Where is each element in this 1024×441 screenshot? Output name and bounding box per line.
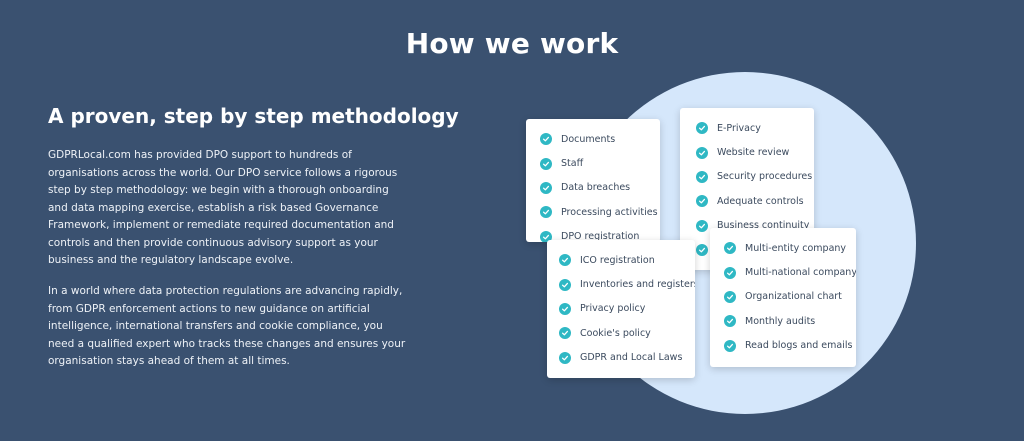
checklist-item-label: Documents bbox=[561, 133, 616, 145]
check-circle-icon bbox=[696, 146, 708, 159]
checklist-item: Adequate controls bbox=[696, 189, 814, 213]
checklist-item: Staff bbox=[540, 151, 660, 175]
checklist-item: Organizational chart bbox=[724, 285, 856, 309]
checklist-item: DPO registration bbox=[540, 225, 660, 242]
intro-paragraph-2: In a world where data protection regulat… bbox=[48, 285, 406, 367]
check-circle-icon bbox=[559, 254, 571, 267]
checklist-item: Security procedures bbox=[696, 165, 814, 189]
check-circle-icon bbox=[696, 244, 708, 257]
checklist-item: Website review bbox=[696, 140, 814, 164]
check-circle-icon bbox=[696, 170, 708, 183]
checklist-item-label: Cookie's policy bbox=[580, 327, 651, 339]
check-circle-icon bbox=[724, 290, 736, 303]
check-circle-icon bbox=[559, 302, 571, 315]
checklist-item-label: Organizational chart bbox=[745, 291, 842, 303]
checklist-item: Multi-entity company bbox=[724, 236, 856, 260]
check-circle-icon bbox=[559, 278, 571, 291]
checklist-item: Read blogs and emails bbox=[724, 334, 856, 358]
checklist-item: Monthly audits bbox=[724, 309, 856, 333]
check-circle-icon bbox=[724, 266, 736, 279]
check-circle-icon bbox=[559, 351, 571, 364]
checklist-item: GDPR and Local Laws bbox=[559, 346, 695, 370]
checklist-item-label: Staff bbox=[561, 158, 584, 170]
check-circle-icon bbox=[724, 242, 736, 255]
checklist-item: Cookie's policy bbox=[559, 321, 695, 345]
checklist-item-label: DPO registration bbox=[561, 231, 640, 242]
section-title: How we work bbox=[405, 26, 619, 60]
checklist-item-label: Processing activities bbox=[561, 206, 658, 218]
check-circle-icon bbox=[559, 327, 571, 340]
checklist-item-label: Monthly audits bbox=[745, 315, 816, 327]
checklist-item-label: E-Privacy bbox=[717, 122, 761, 134]
checklist-item: Processing activities bbox=[540, 200, 660, 224]
check-circle-icon bbox=[724, 315, 736, 328]
checklist-item: ICO registration bbox=[559, 248, 695, 272]
checklist-item-label: ICO registration bbox=[580, 254, 655, 266]
check-circle-icon bbox=[540, 181, 552, 194]
check-circle-icon bbox=[540, 157, 552, 170]
checklist-item-label: Website review bbox=[717, 147, 790, 159]
checklist-item-label: Security procedures bbox=[717, 171, 813, 183]
check-circle-icon bbox=[696, 195, 708, 208]
checklist-item-label: Inventories and registers bbox=[580, 279, 695, 291]
checklist-item: Documents bbox=[540, 127, 660, 151]
checklist-item-label: GDPR and Local Laws bbox=[580, 352, 683, 364]
checklist-item-label: Multi-national company bbox=[745, 267, 856, 279]
check-circle-icon bbox=[540, 133, 552, 146]
check-circle-icon bbox=[724, 339, 736, 352]
checklist-item-label: Read blogs and emails bbox=[745, 340, 853, 352]
checklist-item: Inventories and registers bbox=[559, 272, 695, 296]
intro-paragraph-1: GDPRLocal.com has provided DPO support t… bbox=[48, 149, 398, 266]
checklist-item-label: Multi-entity company bbox=[745, 242, 847, 254]
checklist-item-label: Privacy policy bbox=[580, 303, 646, 315]
checklist-item: Privacy policy bbox=[559, 297, 695, 321]
checklist-item-label: Adequate controls bbox=[717, 195, 804, 207]
check-circle-icon bbox=[540, 206, 552, 219]
checklist-item: Business continuity bbox=[696, 214, 814, 238]
check-circle-icon bbox=[696, 122, 708, 135]
check-circle-icon bbox=[696, 219, 708, 232]
checklist-item: E-Privacy bbox=[696, 116, 814, 140]
methodology-heading: A proven, step by step methodology bbox=[48, 104, 459, 128]
checklist-item-label: Data breaches bbox=[561, 182, 631, 194]
checklist-item: Multi-national company bbox=[724, 260, 856, 284]
check-circle-icon bbox=[540, 230, 552, 242]
checklist-item: Data breaches bbox=[540, 176, 660, 200]
checklist-item-label: Business continuity bbox=[717, 220, 810, 232]
